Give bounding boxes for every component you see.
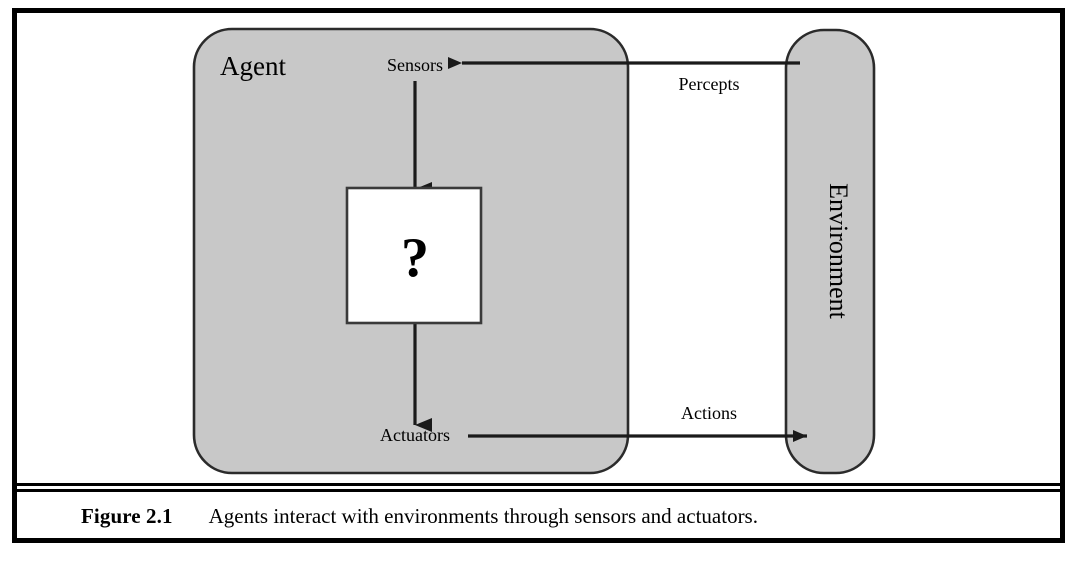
agent-label: Agent [220, 51, 286, 81]
caption-rule-bottom [17, 489, 1060, 492]
caption-divider [17, 483, 1060, 492]
figure-frame: Agent Environment Sensors Actuators Perc… [12, 8, 1065, 543]
figure-caption: Figure 2.1 Agents interact with environm… [17, 495, 1060, 538]
question-mark-label: ? [401, 227, 429, 289]
percepts-label: Percepts [679, 74, 740, 94]
actuators-label: Actuators [380, 425, 450, 445]
agent-environment-diagram: Agent Environment Sensors Actuators Perc… [192, 27, 876, 475]
sensors-label: Sensors [387, 55, 443, 75]
environment-label: Environment [824, 183, 853, 320]
caption-text: Agents interact with environments throug… [208, 504, 758, 528]
environment-box [784, 28, 876, 475]
agent-program-box [345, 186, 483, 325]
caption-rule-top [17, 483, 1060, 486]
actions-label: Actions [681, 403, 737, 423]
caption-label: Figure 2.1 [81, 504, 173, 528]
diagram-area: Agent Environment Sensors Actuators Perc… [17, 13, 1060, 483]
